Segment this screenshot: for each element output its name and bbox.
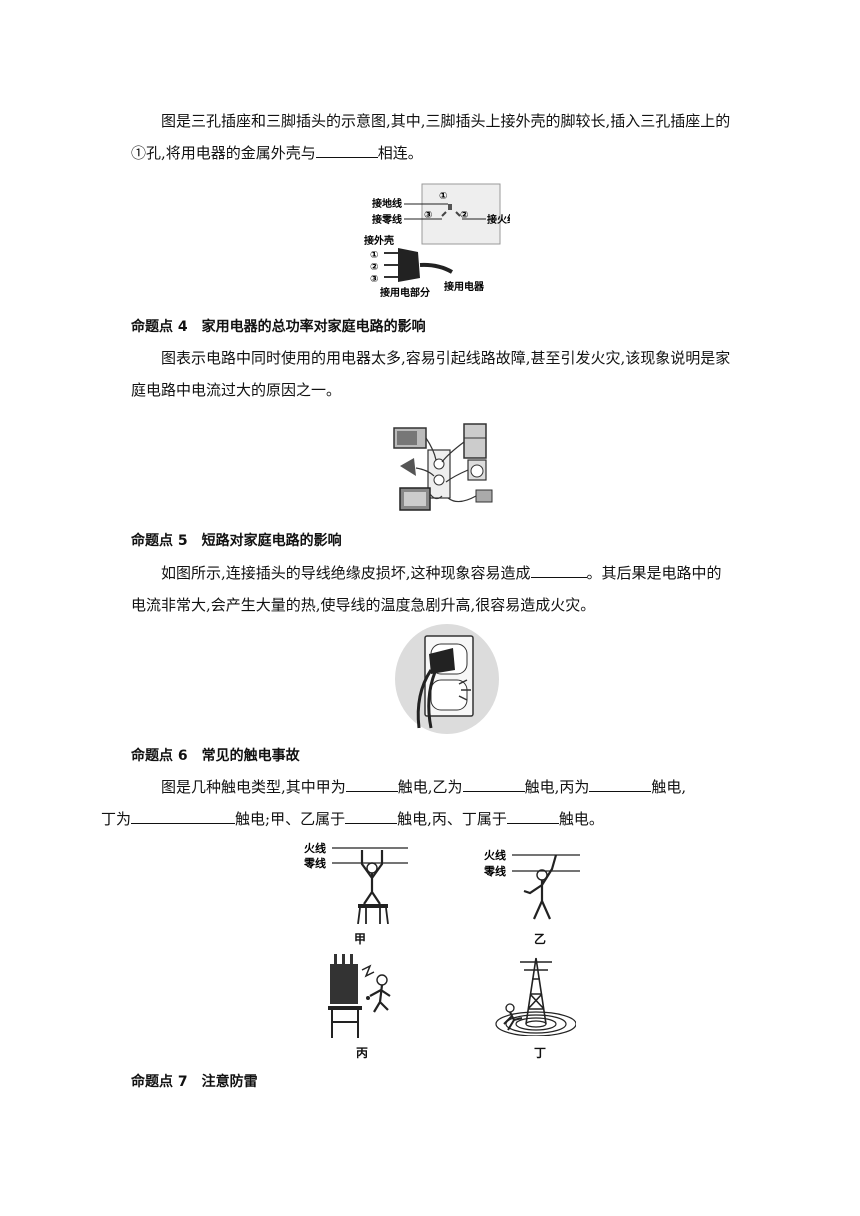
- socket-hole-3-label: ③: [424, 210, 432, 221]
- figure-caption-b: 乙: [534, 932, 547, 946]
- answer-blank[interactable]: [530, 562, 587, 578]
- shock-figure-b: 火线 零线: [483, 845, 580, 923]
- short-circuit-paragraph: 如图所示,连接插头的导线绝缘皮损坏,这种现象容易造成。其后果是电路中的电流非常大…: [131, 562, 722, 614]
- socket-hole-2-label: ②: [460, 210, 468, 221]
- socket-hole-1-label: ①: [439, 191, 447, 202]
- plug-part-label: 接用电部分: [380, 286, 430, 299]
- answer-blank[interactable]: [462, 776, 525, 792]
- neutral-wire-label: 零线: [304, 856, 326, 870]
- live-wire-label: 火线: [304, 841, 326, 855]
- live-wire-label: 火线: [484, 848, 506, 862]
- answer-blank[interactable]: [345, 776, 398, 792]
- answer-blank[interactable]: [589, 776, 652, 792]
- overload-paragraph: 图表示电路中同时使用的用电器太多,容易引起线路故障,甚至引发火灾,该现象说明是家…: [131, 349, 731, 399]
- shock-figure-d: [492, 954, 577, 1037]
- figure-caption-c: 丙: [356, 1046, 369, 1060]
- damaged-plug-figure: [395, 624, 499, 734]
- plug-pin-1-label: ①: [370, 250, 378, 261]
- answer-blank[interactable]: [131, 808, 236, 824]
- shock-figure-a: 火线 零线: [303, 840, 408, 925]
- electric-shock-paragraph: 图是几种触电类型,其中甲为触电,乙为触电,丙为触电, 丁为触电;甲、乙属于触电,…: [101, 776, 687, 828]
- figure-caption-a: 甲: [354, 932, 367, 946]
- plug-shell-label: 接外壳: [364, 234, 394, 247]
- figure-caption-d: 丁: [534, 1046, 547, 1060]
- shock-figure-c: [326, 952, 408, 1040]
- answer-blank[interactable]: [315, 142, 378, 158]
- plug-pin-2-label: ②: [370, 262, 378, 273]
- answer-blank[interactable]: [506, 808, 559, 824]
- neutral-wire-label: 零线: [484, 864, 506, 878]
- overload-appliances-figure: [388, 420, 498, 518]
- earth-wire-label: 接地线: [372, 197, 402, 210]
- plug-pin-3-label: ③: [370, 274, 378, 285]
- neutral-wire-label: 接零线: [372, 213, 402, 226]
- live-wire-label: 接火线: [487, 213, 510, 226]
- socket-plug-paragraph: 图是三孔插座和三脚插头的示意图,其中,三脚插头上接外壳的脚较长,插入三孔插座上的…: [131, 112, 731, 162]
- plug-appliance-label: 接用电器: [444, 280, 485, 293]
- socket-plug-figure: ① ③ ② 接地线 接零线 接火线 接外壳 ① ② ③ 接用电部分 接用电器: [360, 182, 517, 300]
- answer-blank[interactable]: [345, 808, 398, 824]
